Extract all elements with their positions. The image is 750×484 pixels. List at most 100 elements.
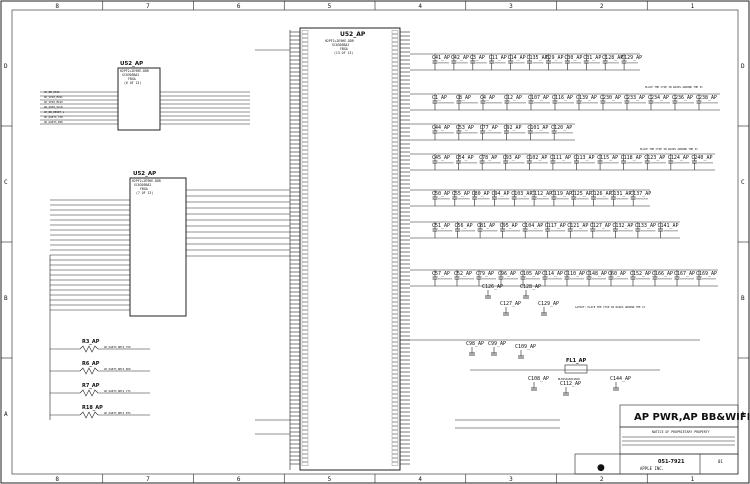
net-label: AP_UART3_TXD <box>44 115 63 119</box>
capacitor-ref: C41_AP <box>432 55 450 61</box>
u52-lt-pkg: SC0305BA2 <box>122 73 139 77</box>
capacitor-ref: C238_AP <box>696 95 717 101</box>
capacitor-ref: C120_AP <box>551 125 572 131</box>
resistor-ref: R18_AP <box>82 405 103 411</box>
capacitor-ref: C107_AP <box>528 95 549 101</box>
misc-capacitor-ref: C128_AP <box>520 284 541 290</box>
capacitor-ref: C148_AP <box>586 271 607 277</box>
column-label-bottom-6: 6 <box>237 476 241 483</box>
net-label: AP_SPI0_MISO <box>44 100 63 104</box>
row-label-right-C: C <box>741 179 745 186</box>
column-label-1: 1 <box>691 3 695 10</box>
capacitor-ref: C128_AP <box>602 55 623 61</box>
capacitor-ref: C29_AP <box>545 55 563 61</box>
row-label-right-D: D <box>741 63 745 70</box>
capacitor-ref: C234_AP <box>648 95 669 101</box>
capacitor-ref: C94_AP <box>491 191 509 197</box>
capacitor-ref: C8_AP <box>456 95 471 101</box>
capacitor-ref: C44_AP <box>432 125 450 131</box>
column-label-bottom-3: 3 <box>509 476 513 483</box>
u52-lt-ref: U52_AP <box>120 61 143 67</box>
misc-capacitor-ref: C144_AP <box>610 376 631 382</box>
u52-left-top-symbol: U52_AP H2PF2+2E9HE-DDR SC0305BA2 FBGA (6… <box>40 61 250 131</box>
capacitor-ref: C56_AP <box>455 223 473 229</box>
u52-lm-ref: U52_AP <box>133 171 156 177</box>
capacitor-ref: C167_AP <box>674 271 695 277</box>
capacitor-ref: C112_AP <box>531 191 552 197</box>
misc-capacitor-ref: C112_AP <box>560 381 581 387</box>
left-net-labels: AP_BB_HSICAP_SPI0_MOSIAP_SPI0_MISOAP_SPI… <box>44 90 65 124</box>
capacitor-ref: C42_AP <box>451 55 469 61</box>
capacitor-ref: C131_AP <box>610 191 631 197</box>
capacitor-ref: C113_AP <box>574 155 595 161</box>
capacitor-ref: C233_AP <box>624 95 645 101</box>
net-label: AP_UART3_RXD <box>44 120 63 124</box>
misc-capacitor-ref: C99_AP <box>488 341 506 347</box>
note-place-mid: PLACE THE CTOP IN RAIDS AROUND THE IC <box>640 147 698 151</box>
notice-text: NOTICE OF PROPRIETARY PROPERTY <box>652 430 710 434</box>
capacitor-ref: C92_AP <box>504 125 522 131</box>
row-label-A: A <box>4 411 8 418</box>
capacitor-ref: C31_AP <box>583 55 601 61</box>
capacitor-ref: C119_AP <box>551 191 572 197</box>
capacitor-ref: C12_AP <box>504 95 522 101</box>
capacitor-ref: C236_AP <box>672 95 693 101</box>
u52-lm-pkg: SC0305BA2 <box>134 183 151 187</box>
row-label-D: D <box>4 63 8 70</box>
capacitor-ref: C54_AP <box>456 155 474 161</box>
capacitor-ref: C101_AP <box>527 125 548 131</box>
column-label-5: 5 <box>328 3 332 10</box>
capacitor-ref: C111_AP <box>550 155 571 161</box>
resistor-net: AP_UART3_WHCI_RXD <box>104 367 131 371</box>
column-label-bottom-7: 7 <box>146 476 150 483</box>
capacitor-ref: C118_AP <box>621 155 642 161</box>
capacitor-ref: C121_AP <box>567 223 588 229</box>
net-label: AP_SPI0_MOSI <box>44 95 63 99</box>
column-label-4: 4 <box>418 3 422 10</box>
capacitor-ref: C96_AP <box>498 271 516 277</box>
capacitor-ref: C135_AP <box>527 55 548 61</box>
capacitor-ref: C11_AP <box>489 55 507 61</box>
u52-left-mid-symbol: U52_AP H2PF2+2E9HE-DDR SC0305BA2 FBGA (7… <box>50 171 290 317</box>
row-label-B: B <box>4 295 8 302</box>
resistor-ref: R3_AP <box>82 339 100 345</box>
u52-lm-sym: (7 OF 13) <box>136 191 153 195</box>
capacitor-ref: C114_AP <box>542 271 563 277</box>
capacitor-ref: C80_AP <box>472 191 490 197</box>
column-label-bottom-4: 4 <box>418 476 422 483</box>
capacitor-ref: C169_AP <box>696 271 717 277</box>
capacitor-ref: C77_AP <box>480 125 498 131</box>
capacitor-ref: C45_AP <box>432 155 450 161</box>
note-layout: LAYOUT: PLACE THE CTOP IN RAIDS AROUND T… <box>575 305 646 309</box>
note-place-top: PLACE THE CTOP IN RAIDS AROUND THE IC <box>645 85 703 89</box>
capacitor-ref: C124_AP <box>668 155 689 161</box>
capacitor-ref: C105_AP <box>520 271 541 277</box>
capacitor-ref: C117_AP <box>545 223 566 229</box>
uart-resistors: R3_APAP_UART3_WHCI_TXDR6_APAP_UART3_WHCI… <box>49 255 150 420</box>
capacitor-ref: C30_AP <box>564 55 582 61</box>
column-label-7: 7 <box>146 3 150 10</box>
u52-lt-type: FBGA <box>128 77 136 81</box>
capacitor-ref: C141_AP <box>657 223 678 229</box>
capacitor-ref: C230_AP <box>600 95 621 101</box>
inductor-ref: FL1_AP <box>566 358 586 364</box>
capacitor-ref: C102_AP <box>526 155 547 161</box>
row-label-right-A: A <box>741 411 745 418</box>
capacitor-ref: C110_AP <box>564 271 585 277</box>
u52-main-pkg: SC0305BA2 <box>332 43 349 47</box>
inductor-fl1 <box>564 364 588 374</box>
capacitor-ref: C133_AP <box>635 223 656 229</box>
revision: 01 <box>718 459 723 464</box>
column-label-2: 2 <box>600 3 604 10</box>
capacitor-ref: C152_AP <box>630 271 651 277</box>
capacitor-ref: C132_AP <box>612 223 633 229</box>
capacitor-ref: C55_AP <box>452 191 470 197</box>
column-label-8: 8 <box>55 3 59 10</box>
capacitor-ref: C57_AP <box>432 271 450 277</box>
net-label: AP_SPI0_SCLK <box>44 105 63 109</box>
capacitor-ref: C51_AP <box>432 223 450 229</box>
capacitor-ref: C4_AP <box>480 95 495 101</box>
